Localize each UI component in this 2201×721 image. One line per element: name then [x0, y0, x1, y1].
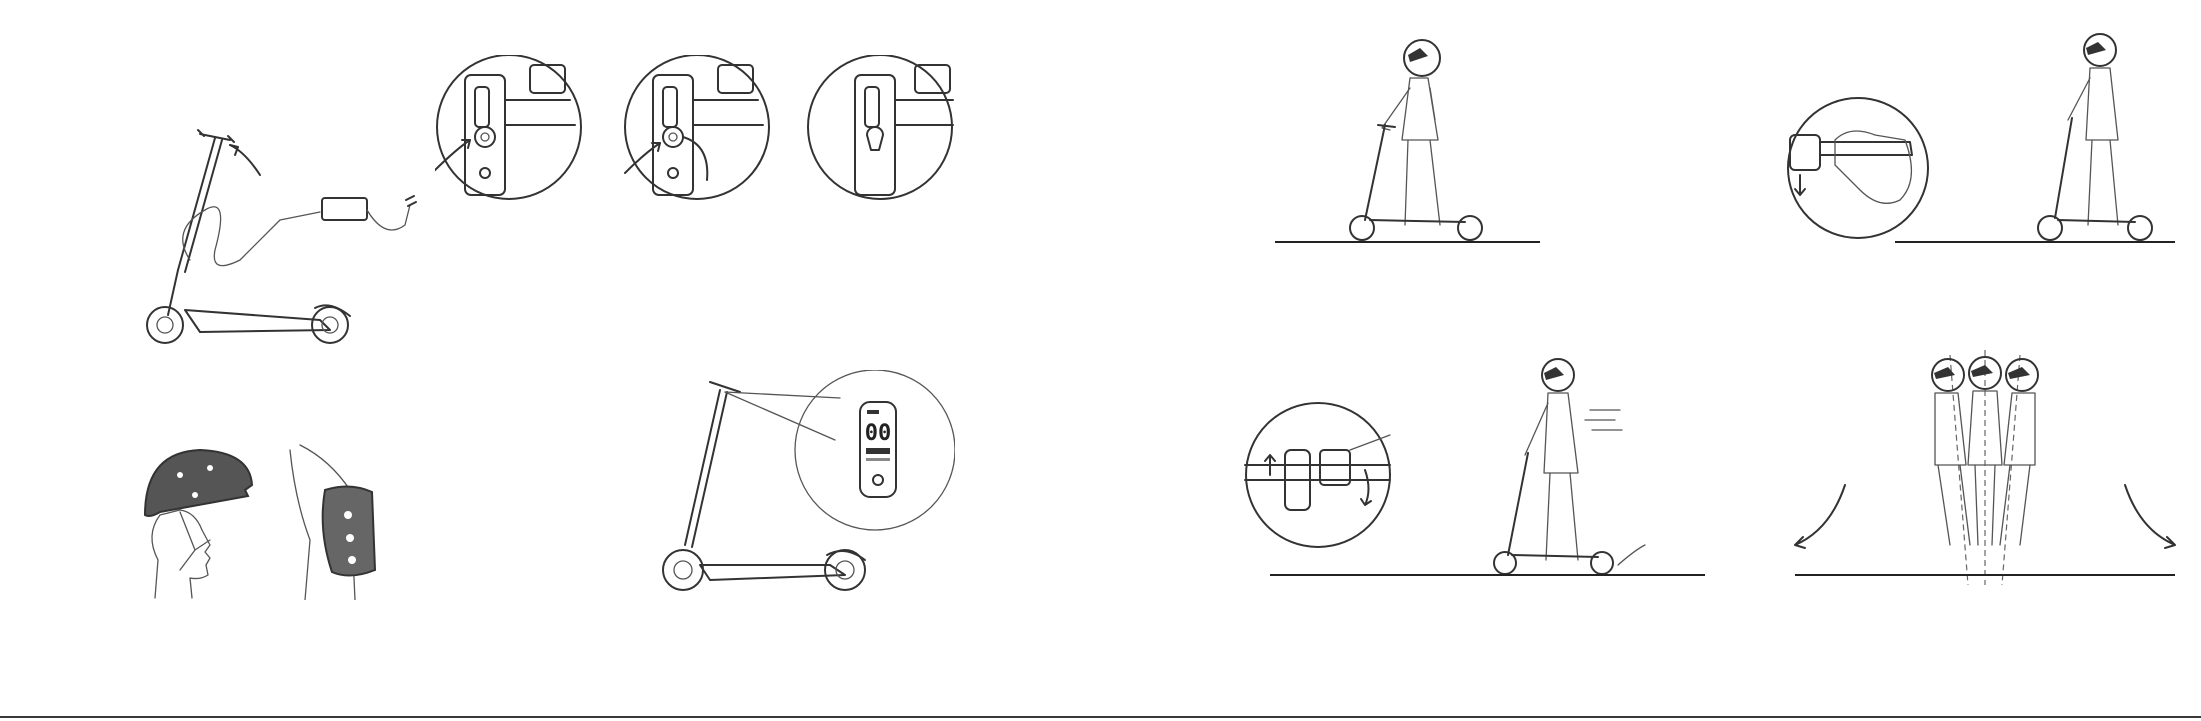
charge-port-closeup-1	[435, 55, 581, 199]
scooter-charger-icon	[130, 120, 430, 360]
speed-readout: 00	[865, 421, 892, 446]
charge-port-closeup-2	[625, 55, 769, 199]
rider-icon	[1270, 30, 1550, 250]
protective-gear-icon	[140, 440, 380, 600]
charge-port-closeup-3	[808, 55, 953, 199]
charge-port-icon	[435, 55, 955, 205]
dashboard-icon: 00	[655, 370, 955, 600]
bottom-border	[0, 716, 2201, 718]
left-page: 00	[0, 0, 1100, 721]
brake-icon	[1240, 355, 1710, 585]
turning-icon	[1790, 345, 2180, 585]
throttle-icon	[1780, 30, 2180, 250]
right-page	[1100, 0, 2201, 721]
